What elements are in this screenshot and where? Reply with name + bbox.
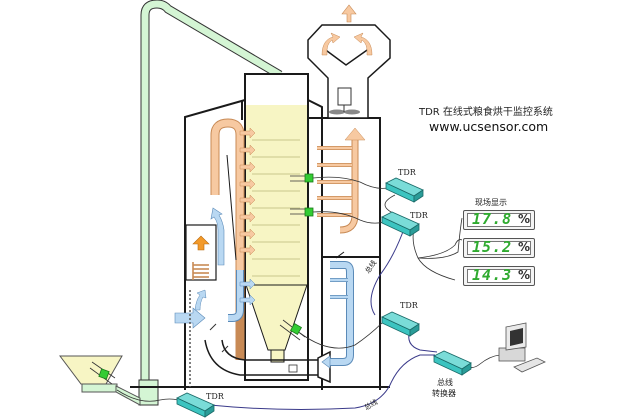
hot-air-duct-right <box>317 127 366 234</box>
bus-converter-label-1: 总线 <box>437 378 453 387</box>
heat-arrow-icon <box>192 235 210 251</box>
moisture-display-2: 15.2 % <box>463 238 535 258</box>
system-title: TDR 在线式粮食烘干监控系统 <box>419 107 553 118</box>
moisture-value-2: 15.2 <box>472 238 513 256</box>
tdr-unit-upper-1[interactable] <box>385 177 424 203</box>
moisture-value-1: 17.8 <box>472 210 513 228</box>
moisture-display-1: 17.8 % <box>463 210 535 230</box>
heater-coil-icon <box>192 262 209 280</box>
moisture-value-3: 14.3 <box>472 266 513 284</box>
burner-box <box>185 224 217 387</box>
sensor-node-lower <box>289 322 303 336</box>
moisture-unit-2: % <box>517 240 530 254</box>
bus-converter-label-2: 转换器 <box>432 389 456 398</box>
fan-motor-icon <box>337 87 352 106</box>
moisture-unit-1: % <box>517 212 530 226</box>
sensor-node-middle <box>304 207 314 217</box>
cool-air-duct-right <box>321 251 354 369</box>
fan-blade-icon <box>329 109 345 115</box>
tdr-unit-upper-2[interactable] <box>381 211 420 237</box>
baffle <box>226 154 237 261</box>
moisture-unit-3: % <box>517 268 530 282</box>
fan-icon <box>288 364 298 373</box>
sensor-node-upper <box>304 173 314 183</box>
tdr-label-lower: TDR <box>400 301 418 310</box>
hot-air-duct-left <box>210 118 245 360</box>
tdr-label-upper-1: TDR <box>398 168 416 177</box>
tdr-label-inlet: TDR <box>206 392 224 401</box>
exhaust-hood <box>307 4 391 119</box>
hot-air-inlet-arrows <box>239 127 256 256</box>
tdr-unit-lower[interactable] <box>381 311 420 337</box>
website-link[interactable]: www.ucsensor.com <box>429 119 549 134</box>
sensor-node <box>98 368 110 380</box>
bus-converter[interactable] <box>433 350 472 376</box>
exhaust-arrow-icon <box>341 4 357 23</box>
tdr-label-upper-2: TDR <box>410 211 428 220</box>
field-display-title: 现场显示 <box>475 198 507 207</box>
keyboard-icon <box>513 357 546 373</box>
moisture-display-3: 14.3 % <box>463 266 535 286</box>
computer-icon[interactable] <box>498 322 546 373</box>
lower-air-duct <box>204 323 331 384</box>
grain-column <box>245 105 308 363</box>
tdr-unit-inlet[interactable] <box>176 392 215 418</box>
inlet-hopper <box>59 355 141 406</box>
